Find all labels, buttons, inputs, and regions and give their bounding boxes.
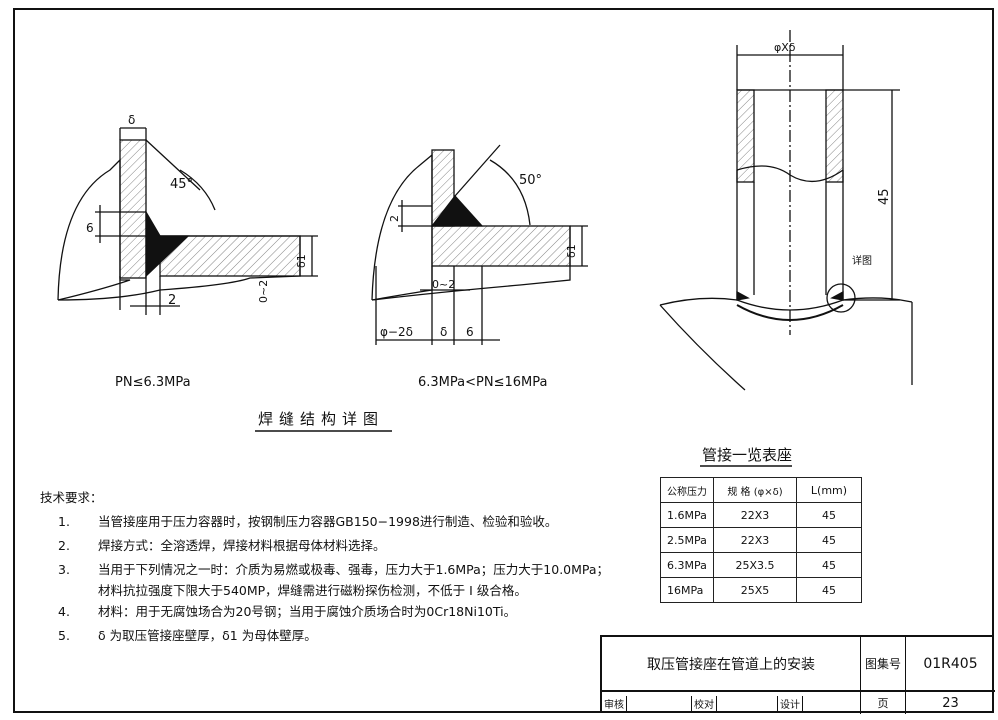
note-text: 当用于下列情况之一时：介质为易燃或极毒、强毒，压力大于1.6MPa；压力大于10… bbox=[98, 562, 610, 577]
note-text: 焊接方式：全溶透焊，焊接材料根据母体材料选择。 bbox=[98, 538, 386, 553]
check-signature bbox=[717, 698, 777, 709]
check-label: 校对 bbox=[691, 695, 717, 711]
note-num: 3. bbox=[58, 562, 70, 577]
atlas-number: 01R405 bbox=[906, 637, 995, 692]
note-item: 材料抗拉强度下限大于540MP，焊缝需进行磁粉探伤检测，不低于 Ⅰ 级合格。 bbox=[40, 582, 609, 600]
detail1-delta1: δ1 bbox=[295, 254, 308, 268]
page-label: 页 bbox=[861, 692, 906, 714]
review-signature bbox=[627, 698, 691, 709]
weld-detail-2 bbox=[371, 144, 588, 345]
detail2-dim-6: 6 bbox=[466, 325, 474, 339]
note-num: 5. bbox=[58, 628, 70, 643]
design-signature bbox=[803, 698, 806, 709]
cell-spec: 25X5 bbox=[713, 577, 797, 603]
cell-length: 45 bbox=[796, 552, 862, 578]
table-title: 管接一览表座 bbox=[702, 446, 792, 464]
note-text: 当管接座用于压力容器时，按钢制压力容器GB150−1998进行制造、检验和验收。 bbox=[98, 514, 558, 529]
note-num: 2. bbox=[58, 538, 70, 553]
table-header-row: 公称压力 规 格 (φ×δ) L(mm) bbox=[660, 477, 862, 503]
atlas-label: 图集号 bbox=[861, 637, 906, 692]
cell-length: 45 bbox=[796, 577, 862, 603]
detail2-phi: φ−2δ bbox=[380, 325, 413, 339]
note-text: δ 为取压管接座壁厚，δ1 为母体壁厚。 bbox=[98, 628, 317, 643]
note-item: 4. 材料：用于无腐蚀场合为20号钢；当用于腐蚀介质场合时为0Cr18Ni10Ti… bbox=[40, 600, 609, 624]
note-item: 1. 当管接座用于压力容器时，按钢制压力容器GB150−1998进行制造、检验和验… bbox=[40, 510, 609, 534]
pipe-installation-view bbox=[659, 30, 913, 391]
design-label: 设计 bbox=[777, 695, 803, 711]
detail1-dim-2: 2 bbox=[168, 293, 176, 308]
detail1-angle: 45° bbox=[170, 177, 193, 192]
signature-row: 审核 校对 设计 bbox=[602, 692, 861, 714]
review-label: 审核 bbox=[602, 695, 627, 711]
cell-pressure: 2.5MPa bbox=[660, 527, 714, 553]
cell-length: 45 bbox=[796, 527, 862, 553]
detail1-dim-0-2: 0~2 bbox=[257, 280, 270, 303]
detail2-caption: 6.3MPa<PN≤16MPa bbox=[418, 375, 547, 390]
note-num: 4. bbox=[58, 604, 70, 619]
header-pressure: 公称压力 bbox=[660, 477, 714, 503]
detail2-angle: 50° bbox=[519, 173, 542, 188]
note-num: 1. bbox=[58, 514, 70, 529]
cell-pressure: 6.3MPa bbox=[660, 552, 714, 578]
cell-pressure: 16MPa bbox=[660, 577, 714, 603]
detail2-dim-2: 2 bbox=[388, 215, 401, 222]
note-item: 2. 焊接方式：全溶透焊，焊接材料根据母体材料选择。 bbox=[40, 534, 609, 558]
notes-title: 技术要求： bbox=[40, 490, 103, 505]
detail1-dim-6: 6 bbox=[86, 221, 94, 235]
note-num bbox=[40, 582, 98, 600]
detail2-delta: δ bbox=[440, 325, 447, 339]
pipe-detail-label: 详图 bbox=[852, 254, 872, 267]
note-item: 5. δ 为取压管接座壁厚，δ1 为母体壁厚。 bbox=[40, 624, 609, 648]
header-spec: 规 格 (φ×δ) bbox=[713, 477, 797, 503]
cell-spec: 22X3 bbox=[713, 527, 797, 553]
detail2-dim-0-2: 0~2 bbox=[432, 278, 455, 291]
cell-length: 45 bbox=[796, 502, 862, 528]
pipe-dim-top: φXδ bbox=[774, 41, 796, 54]
pipe-dim-height: 45 bbox=[877, 188, 892, 205]
drawing-title: 取压管接座在管道上的安装 bbox=[602, 637, 861, 692]
cell-pressure: 1.6MPa bbox=[660, 502, 714, 528]
detail1-delta: δ bbox=[128, 113, 135, 127]
note-text: 材料：用于无腐蚀场合为20号钢；当用于腐蚀介质场合时为0Cr18Ni10Ti。 bbox=[98, 604, 517, 619]
cell-spec: 22X3 bbox=[713, 502, 797, 528]
header-length: L(mm) bbox=[796, 477, 862, 503]
weld-detail-1 bbox=[57, 127, 318, 315]
drawing-frame bbox=[13, 8, 994, 713]
detail1-caption: PN≤6.3MPa bbox=[115, 375, 191, 390]
note-text: 材料抗拉强度下限大于540MP，焊缝需进行磁粉探伤检测，不低于 Ⅰ 级合格。 bbox=[98, 583, 527, 598]
details-title: 焊缝结构详图 bbox=[258, 410, 384, 428]
note-item: 3. 当用于下列情况之一时：介质为易燃或极毒、强毒，压力大于1.6MPa；压力大于… bbox=[40, 558, 609, 582]
page-number: 23 bbox=[942, 695, 959, 711]
detail2-delta1: δ1 bbox=[565, 244, 578, 258]
technical-requirements: 技术要求： 1. 当管接座用于压力容器时，按钢制压力容器GB150−1998进行制… bbox=[40, 486, 609, 648]
title-block: 取压管接座在管道上的安装 图集号 01R405 审核 校对 设计 页 23 bbox=[600, 635, 995, 714]
cell-spec: 25X3.5 bbox=[713, 552, 797, 578]
